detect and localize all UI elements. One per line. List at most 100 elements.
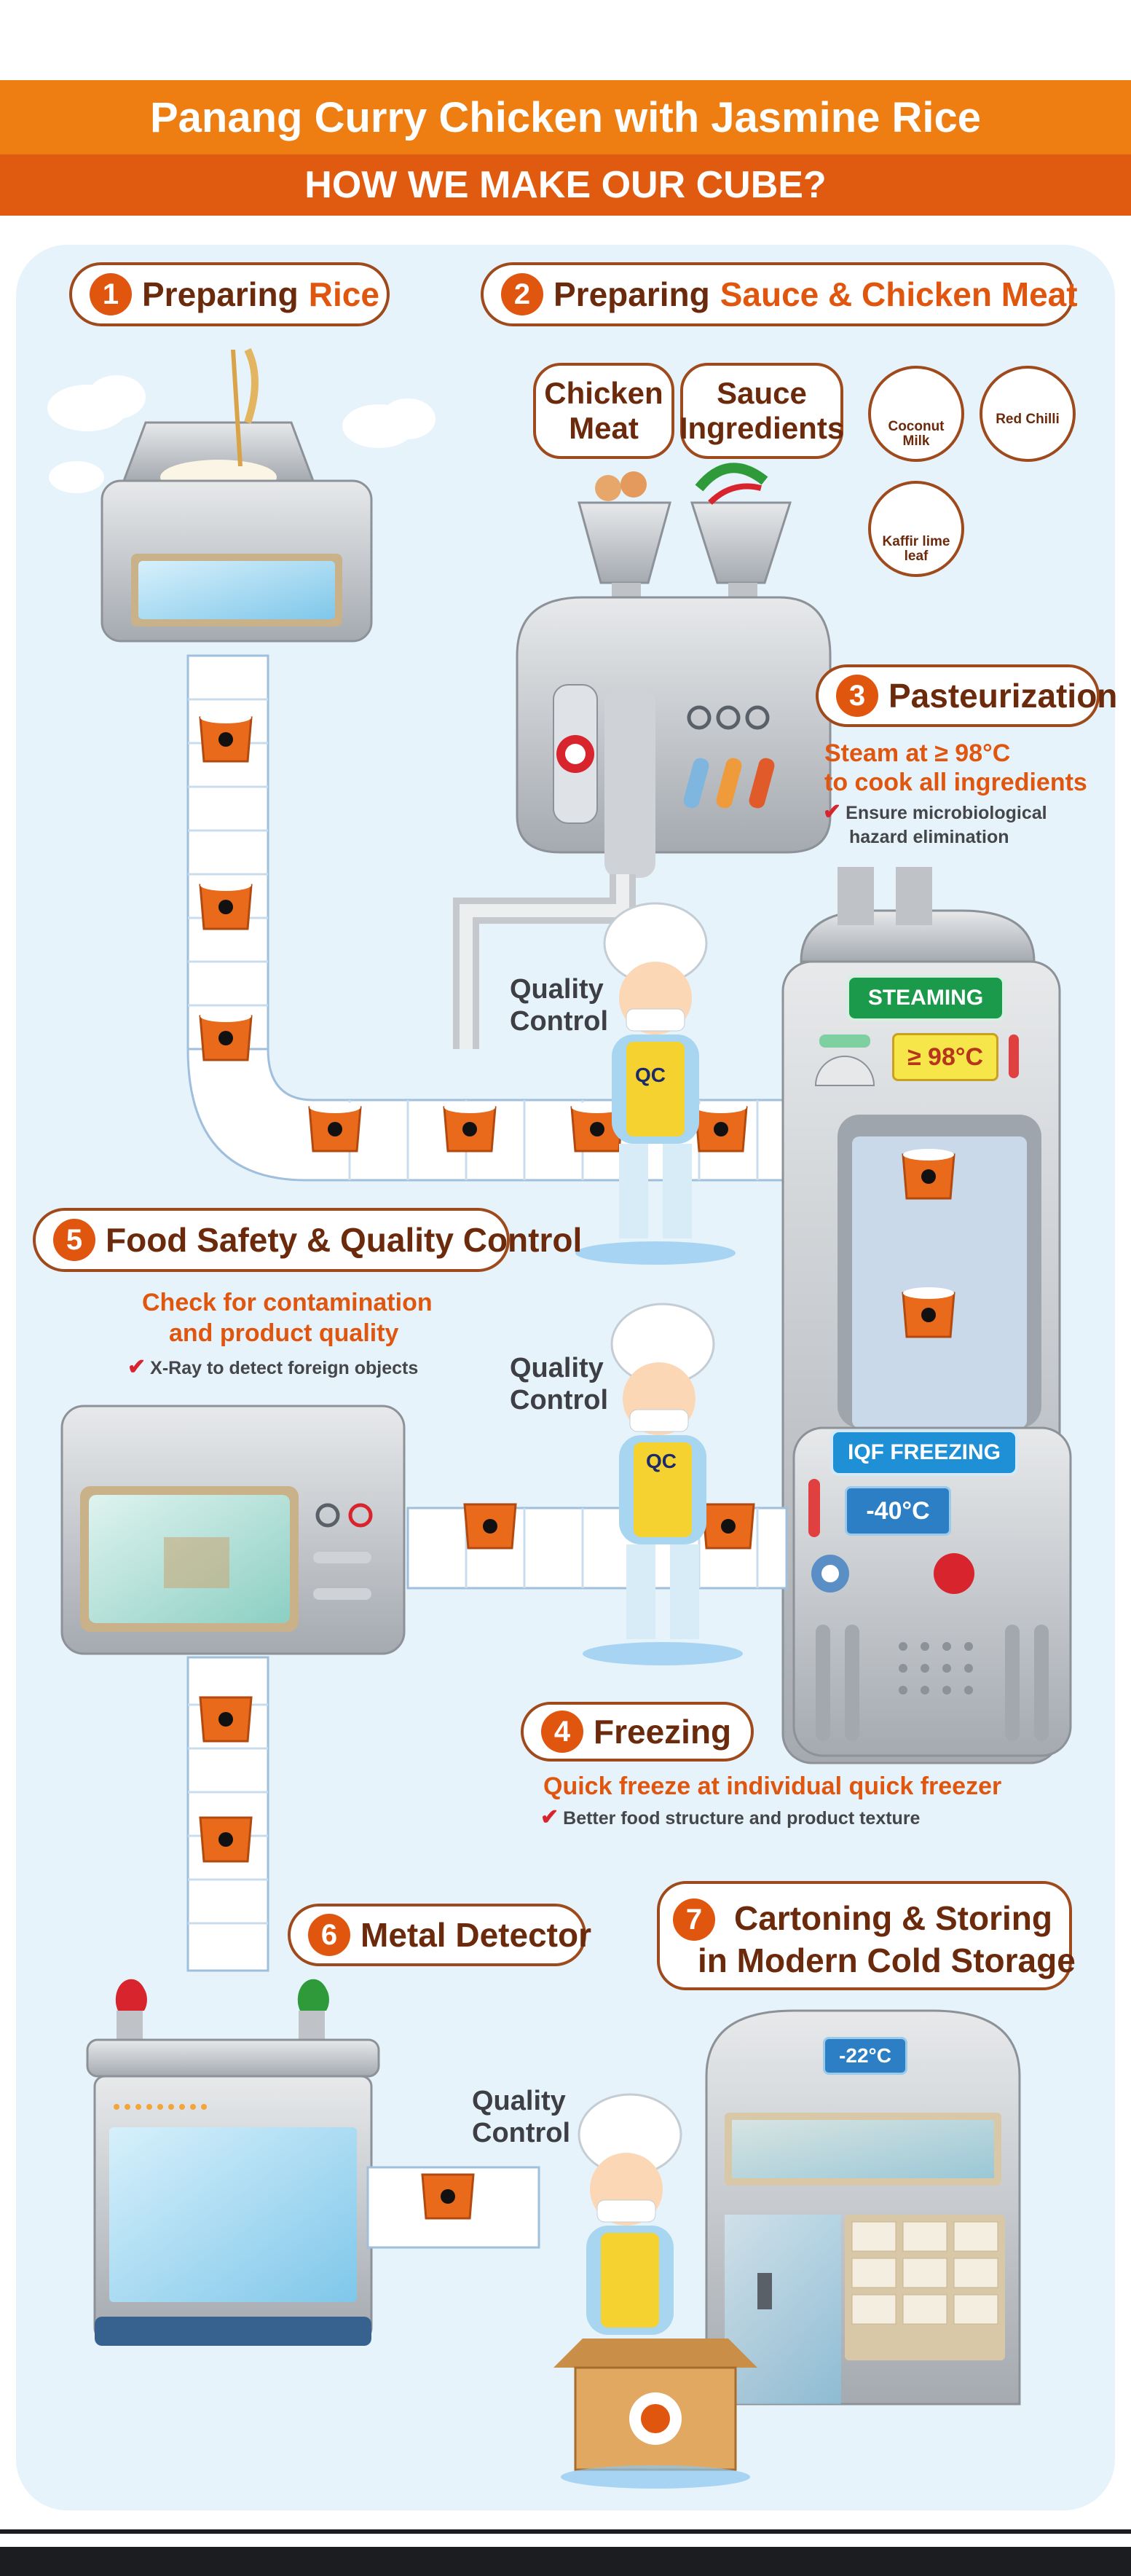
- steam-freezer-icon: [781, 867, 1072, 1764]
- step-7-line-1: Cartoning & Storing: [734, 1899, 1052, 1937]
- qc-apron-1: QC: [635, 1064, 666, 1086]
- step-4-pill: 4 Freezing: [521, 1702, 754, 1762]
- rice-hopper-icon: [101, 347, 373, 643]
- check-icon: ✔: [127, 1355, 146, 1379]
- cube-icon: [199, 712, 253, 763]
- qc-line2: Control: [510, 1385, 609, 1415]
- cube-icon: [199, 1010, 253, 1061]
- cube-icon: [701, 1503, 755, 1550]
- freezing-check: ✔Better food structure and product textu…: [540, 1805, 920, 1831]
- qc-line2: Control: [510, 1006, 609, 1037]
- step-1-text-b: Rice: [308, 275, 379, 313]
- page-title: Panang Curry Chicken with Jasmine Rice: [149, 93, 982, 141]
- step-1-text-a: Preparing: [142, 275, 299, 313]
- xray-machine-icon: [60, 1405, 406, 1655]
- qc-line1: Quality: [510, 974, 604, 1005]
- step-3-pill: 3 Pasteurization: [816, 664, 1117, 727]
- subtitle-banner: HOW WE MAKE OUR CUBE?: [0, 154, 1131, 216]
- carton-box-icon: [553, 2339, 757, 2471]
- cube-icon: [463, 1503, 517, 1550]
- sauce-machine-icon: [453, 463, 832, 1049]
- step-6-text-a: Metal Detector: [360, 1916, 591, 1954]
- step-5-number: 5: [53, 1219, 95, 1261]
- step-2-text-b: Sauce & Chicken Meat: [720, 275, 1078, 313]
- freezing-check-text: Better food structure and product textur…: [563, 1808, 921, 1829]
- step-2-pill: 2 Preparing Sauce & Chicken Meat: [481, 262, 1078, 326]
- cube-icon: [308, 1102, 362, 1152]
- chef-icon: [583, 1303, 743, 1665]
- iqf-label: IQF FREEZING: [830, 1429, 1018, 1476]
- pasteurization-desc-2: to cook all ingredients: [824, 769, 1087, 796]
- title-banner: Panang Curry Chicken with Jasmine Rice: [0, 80, 1131, 154]
- step-4-text-a: Freezing: [594, 1713, 732, 1751]
- step-1-pill: 1 Preparing Rice: [69, 262, 390, 326]
- food-safety-desc-1: Check for contamination: [142, 1289, 433, 1316]
- footer-divider: [0, 2529, 1131, 2534]
- check-icon: ✔: [540, 1805, 559, 1829]
- step-2-text-a: Preparing: [553, 275, 710, 313]
- cube-icon: [199, 1816, 253, 1863]
- step-7-pill: 7 Cartoning & Storing in Modern Cold Sto…: [657, 1881, 1076, 1990]
- step-3-number: 3: [836, 675, 878, 717]
- cube-icon: [443, 1102, 497, 1152]
- qc-line1: Quality: [510, 1353, 604, 1383]
- freezing-desc: Quick freeze at individual quick freezer: [543, 1772, 1002, 1800]
- coconut-label-2: Milk: [902, 433, 930, 449]
- iqf-temp: -40°C: [845, 1486, 951, 1536]
- chicken-label-1: Chicken: [544, 376, 663, 410]
- cube-icon: [902, 1149, 955, 1200]
- steaming-temp: ≥ 98°C: [892, 1033, 998, 1081]
- qc-apron-2: QC: [646, 1450, 677, 1472]
- food-safety-desc-2: and product quality: [169, 1319, 399, 1347]
- cube-icon: [570, 1102, 624, 1152]
- kaffir-label-1: Kaffir lime: [882, 534, 950, 549]
- chicken-label-2: Meat: [569, 411, 639, 445]
- sauce-label-2: Ingredients: [679, 411, 845, 445]
- coconut-label-1: Coconut: [888, 419, 945, 434]
- cube-icon: [421, 2173, 475, 2220]
- chef-icon: [561, 2093, 750, 2489]
- page-subtitle: HOW WE MAKE OUR CUBE?: [304, 164, 827, 206]
- step-3-text-a: Pasteurization: [888, 677, 1118, 715]
- pasteurization-check-2: hazard elimination: [849, 827, 1009, 847]
- qc-line1: Quality: [472, 2086, 566, 2116]
- chilli-label: Red Chilli: [996, 412, 1060, 427]
- cube-icon: [902, 1287, 955, 1338]
- cube-icon: [199, 1696, 253, 1743]
- footer-bar: [0, 2547, 1131, 2576]
- metal-detector-icon: [86, 1979, 380, 2346]
- pasteurization-check-1: ✔Ensure microbiological: [823, 800, 1047, 825]
- step-7-number: 7: [673, 1898, 715, 1941]
- sauce-label-1: Sauce: [717, 376, 807, 410]
- step-6-number: 6: [308, 1914, 350, 1956]
- step-5-pill: 5 Food Safety & Quality Control: [33, 1208, 582, 1272]
- cube-icon: [199, 879, 253, 930]
- kaffir-label-2: leaf: [904, 549, 929, 564]
- check-icon: ✔: [823, 800, 842, 824]
- storage-temp: -22°C: [823, 2037, 907, 2075]
- step-2-number: 2: [501, 273, 543, 315]
- chef-icon: [575, 902, 736, 1265]
- red-chilli-circle: Red Chilli: [980, 366, 1076, 462]
- steaming-label: STEAMING: [846, 975, 1005, 1021]
- food-safety-check-text: X-Ray to detect foreign objects: [150, 1358, 419, 1378]
- cold-storage-icon: [705, 2009, 1021, 2406]
- qc-line2: Control: [472, 2118, 571, 2148]
- cube-icon: [694, 1102, 748, 1152]
- step-7-line-2: in Modern Cold Storage: [698, 1941, 1076, 1979]
- pasteurization-check-text-1: Ensure microbiological: [846, 803, 1047, 823]
- food-safety-check: ✔X-Ray to detect foreign objects: [127, 1355, 418, 1381]
- step-6-pill: 6 Metal Detector: [288, 1904, 591, 1966]
- step-4-number: 4: [541, 1711, 583, 1753]
- pasteurization-desc-1: Steam at ≥ 98°C: [824, 739, 1011, 767]
- clouds: [47, 375, 436, 493]
